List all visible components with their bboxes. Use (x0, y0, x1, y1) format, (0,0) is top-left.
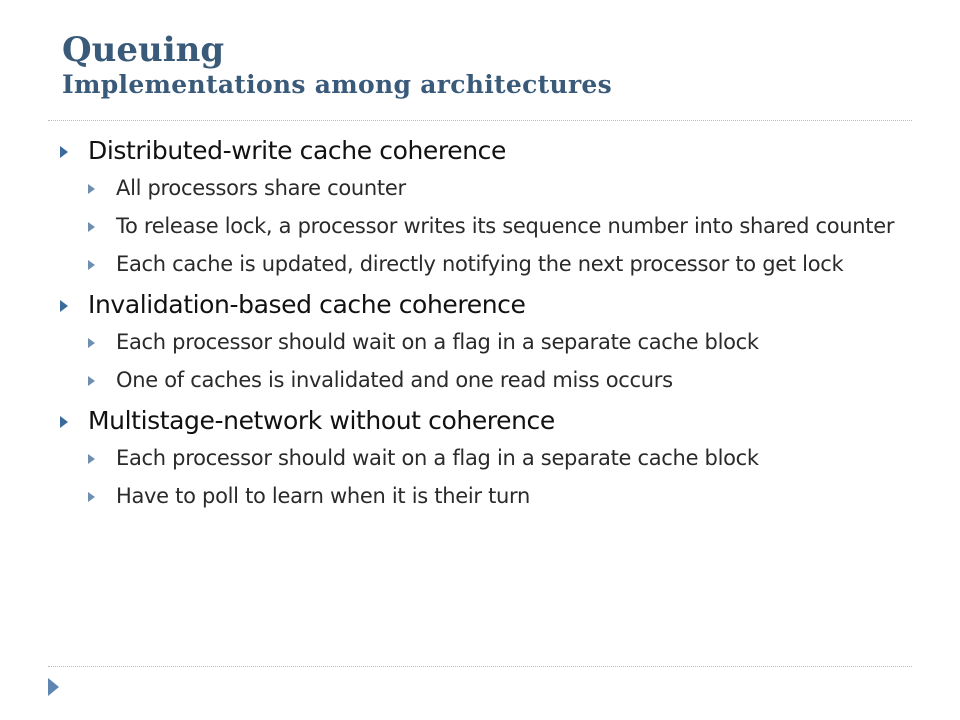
bullet-item: Invalidation-based cache coherence (60, 288, 910, 322)
bullet-text: Distributed-write cache coherence (88, 136, 506, 165)
sub-bullet-item: Each processor should wait on a flag in … (88, 328, 910, 356)
sub-bullet-item: Each cache is updated, directly notifyin… (88, 250, 910, 278)
slide-subtitle: Implementations among architectures (62, 70, 612, 99)
slide-title: Queuing (62, 30, 225, 70)
sub-bullet-text: Have to poll to learn when it is their t… (116, 484, 531, 508)
bullet-item: Multistage-network without coherence (60, 404, 910, 438)
sub-bullet-item: To release lock, a processor writes its … (88, 212, 910, 240)
triangle-bullet-icon (88, 184, 95, 194)
triangle-bullet-icon (60, 416, 68, 428)
sub-bullet-item: One of caches is invalidated and one rea… (88, 366, 910, 394)
triangle-bullet-icon (88, 260, 95, 270)
footer-arrow-icon (48, 678, 59, 696)
triangle-bullet-icon (88, 222, 95, 232)
bullet-list: Distributed-write cache coherence All pr… (60, 134, 910, 520)
triangle-bullet-icon (88, 454, 95, 464)
triangle-bullet-icon (60, 146, 68, 158)
triangle-bullet-icon (88, 492, 95, 502)
header-divider (48, 120, 912, 121)
sub-bullet-text: All processors share counter (116, 176, 406, 200)
triangle-bullet-icon (88, 338, 95, 348)
sub-bullet-text: Each cache is updated, directly notifyin… (116, 252, 844, 276)
sub-bullet-item: All processors share counter (88, 174, 910, 202)
sub-bullet-text: One of caches is invalidated and one rea… (116, 368, 673, 392)
triangle-bullet-icon (60, 300, 68, 312)
sub-bullet-text: Each processor should wait on a flag in … (116, 446, 759, 470)
sub-bullet-item: Each processor should wait on a flag in … (88, 444, 910, 472)
footer-divider (48, 666, 912, 667)
slide-header: Queuing Implementations among architectu… (62, 30, 922, 100)
triangle-bullet-icon (88, 376, 95, 386)
sub-bullet-text: Each processor should wait on a flag in … (116, 330, 759, 354)
bullet-text: Multistage-network without coherence (88, 406, 555, 435)
sub-bullet-text: To release lock, a processor writes its … (116, 214, 895, 238)
bullet-item: Distributed-write cache coherence (60, 134, 910, 168)
bullet-text: Invalidation-based cache coherence (88, 290, 526, 319)
sub-bullet-item: Have to poll to learn when it is their t… (88, 482, 910, 510)
